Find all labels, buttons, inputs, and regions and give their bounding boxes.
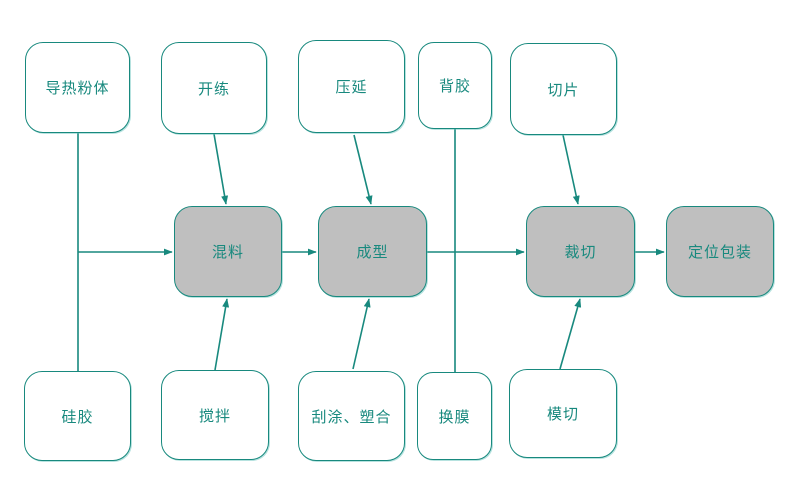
node-die-cutting-label: 模切	[546, 405, 579, 423]
node-calendering: 压延	[298, 40, 405, 133]
node-forming: 成型	[318, 206, 427, 297]
node-scrape-coating-molding: 刮涂、塑合	[298, 371, 405, 461]
node-scrape-coating-molding-label: 刮涂、塑合	[311, 407, 392, 426]
arrow-die-cutting-to-cutting	[559, 298, 582, 370]
arrow-stirring-to-mixing	[214, 298, 230, 371]
node-mixing: 混料	[174, 206, 282, 297]
node-mixing-label: 混料	[211, 243, 244, 261]
node-die-cutting: 模切	[509, 369, 617, 458]
node-backing-adhesive: 背胶	[418, 42, 492, 129]
node-positioning-packaging-label: 定位包装	[687, 243, 752, 261]
arrow-coating-to-forming	[352, 298, 371, 370]
node-kneading-label: 开练	[197, 79, 230, 98]
node-kneading: 开练	[161, 42, 267, 134]
node-forming-label: 成型	[356, 243, 389, 261]
node-positioning-packaging: 定位包装	[666, 206, 774, 297]
node-backing-adhesive-label: 背胶	[438, 77, 471, 95]
node-thermal-powder: 导热粉体	[25, 42, 130, 133]
node-film-change: 换膜	[417, 372, 492, 460]
node-stirring: 搅拌	[161, 370, 269, 460]
node-calendering-label: 压延	[335, 78, 368, 96]
node-thermal-powder-label: 导热粉体	[45, 79, 110, 97]
node-film-change-label: 换膜	[438, 407, 471, 426]
node-stirring-label: 搅拌	[198, 406, 231, 425]
node-silicone: 硅胶	[24, 371, 131, 461]
arrow-kneading-to-mixing	[213, 133, 229, 205]
arrow-slicing-to-cutting	[562, 134, 580, 205]
node-silicone-label: 硅胶	[61, 407, 94, 426]
node-cutting-label: 裁切	[564, 243, 597, 261]
node-slicing-label: 切片	[547, 80, 580, 99]
arrow-calendering-to-forming	[353, 134, 373, 205]
node-cutting: 裁切	[526, 206, 635, 297]
node-slicing: 切片	[510, 43, 617, 135]
